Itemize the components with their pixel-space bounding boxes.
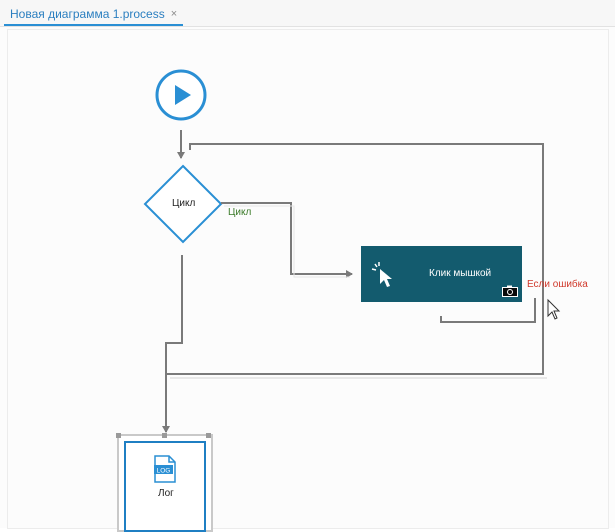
connector-loop-log	[162, 255, 183, 433]
log-node[interactable]: LOG Лог	[124, 441, 206, 532]
resize-handle[interactable]	[162, 433, 167, 438]
error-label: Если ошибка	[527, 279, 588, 290]
loop-label: Цикл	[172, 198, 196, 209]
connector-loop-action	[221, 202, 353, 278]
log-icon-text: LOG	[157, 467, 171, 474]
connector-loop-return	[166, 143, 544, 375]
loop-node[interactable]	[143, 164, 223, 244]
tab-bar: Новая диаграмма 1.process ×	[0, 0, 615, 27]
log-label: Лог	[158, 488, 174, 499]
play-icon	[175, 85, 191, 105]
mouse-cursor-icon	[547, 298, 561, 320]
start-node[interactable]	[155, 69, 207, 121]
click-action-node[interactable]: Клик мышкой	[361, 246, 522, 302]
click-action-label: Клик мышкой	[429, 268, 492, 279]
tab-title: Новая диаграмма 1.process	[10, 6, 165, 21]
connector-action-return	[440, 298, 536, 323]
resize-handle[interactable]	[206, 433, 211, 438]
resize-handle[interactable]	[116, 433, 121, 438]
log-file-icon: LOG	[154, 455, 176, 483]
tab-diagram[interactable]: Новая диаграмма 1.process ×	[4, 3, 184, 26]
camera-icon[interactable]	[502, 285, 518, 297]
mouse-click-icon	[371, 262, 392, 287]
loop-output-label: Цикл	[228, 207, 252, 218]
close-icon[interactable]: ×	[170, 7, 178, 20]
